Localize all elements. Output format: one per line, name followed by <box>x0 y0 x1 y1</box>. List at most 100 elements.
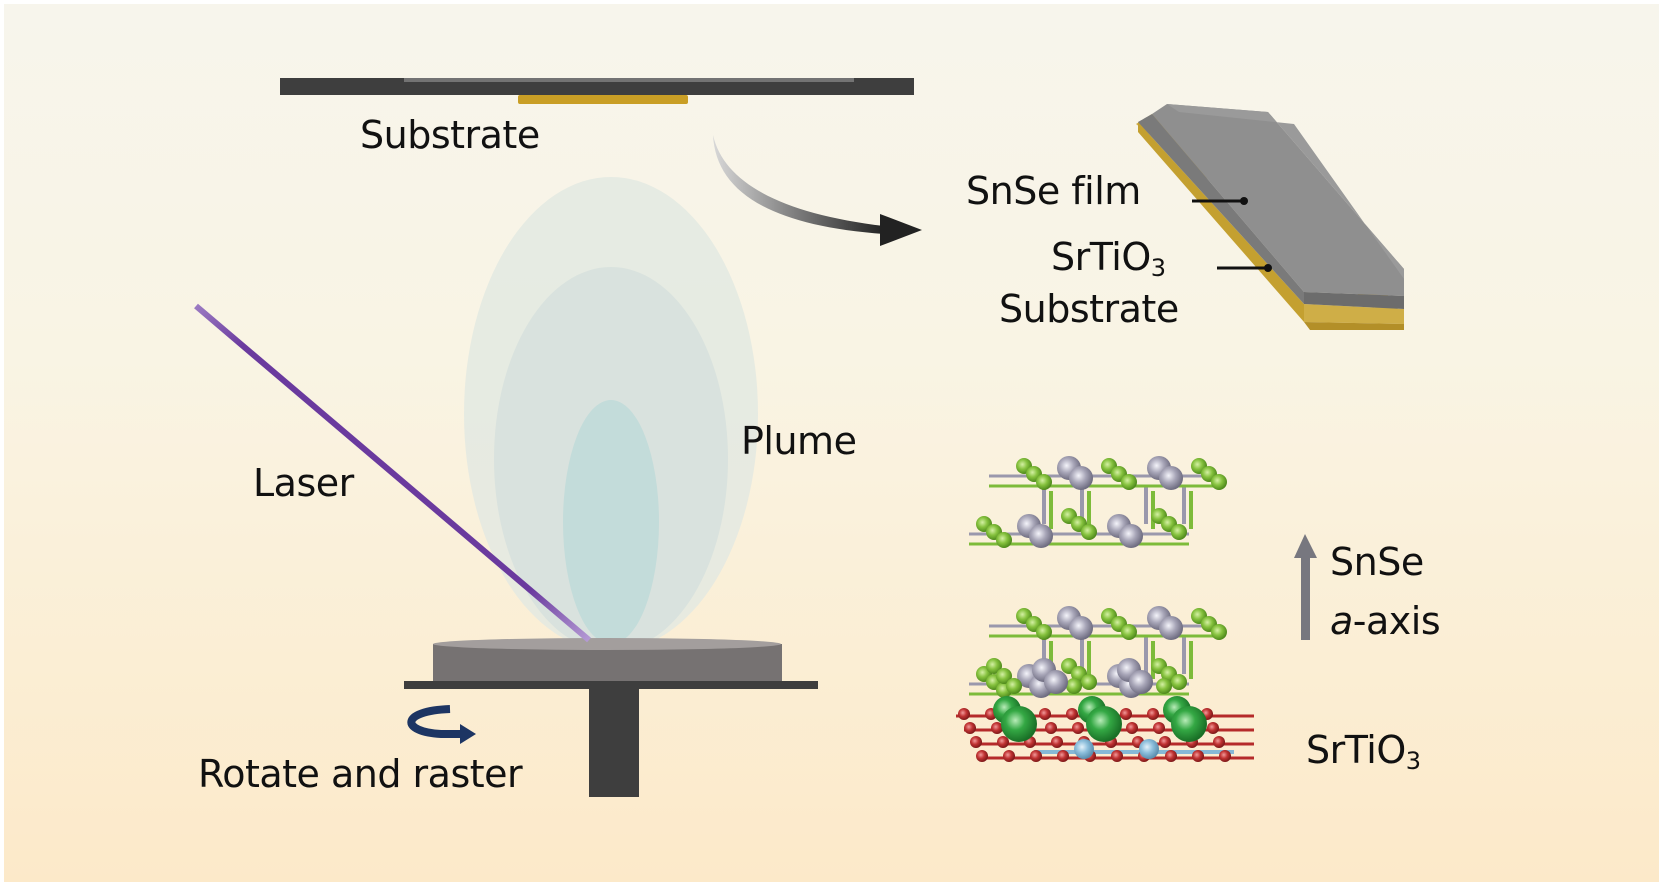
atom-sn <box>1069 616 1093 640</box>
atom-se <box>1081 524 1097 540</box>
atom-sn <box>1159 466 1183 490</box>
label-snse-axis: SnSe <box>1330 540 1424 584</box>
atom-se <box>1036 624 1052 640</box>
atom-se <box>1066 678 1082 694</box>
atom-o <box>1126 722 1138 734</box>
atom-o <box>1072 722 1084 734</box>
label-plume: Plume <box>741 419 857 463</box>
atom-se <box>1006 678 1022 694</box>
rotate-arc <box>407 705 464 738</box>
atom-o <box>958 708 970 720</box>
atom-se <box>1171 674 1187 690</box>
atom-o <box>1039 708 1051 720</box>
film-top-face <box>1152 104 1404 296</box>
atom-sn <box>1029 524 1053 548</box>
atom-sr <box>1001 706 1037 742</box>
label-substrate-top: Substrate <box>360 113 540 157</box>
atom-o <box>991 722 1003 734</box>
atom-se <box>1121 624 1137 640</box>
atom-sn <box>1159 616 1183 640</box>
atom-se <box>996 532 1012 548</box>
atom-o <box>1192 750 1204 762</box>
film-front-edge <box>1304 292 1404 309</box>
atom-o <box>976 750 988 762</box>
srtio3-base: SrTiO <box>1051 235 1151 279</box>
stage-post <box>589 689 639 797</box>
atom-o <box>1003 750 1015 762</box>
atom-o <box>1219 750 1231 762</box>
arrow-shaft <box>713 135 884 234</box>
laser-beam <box>194 303 591 643</box>
atom-sn <box>1069 466 1093 490</box>
label-srtio3-film: SrTiO3 <box>1051 238 1166 280</box>
arrow-head <box>880 214 922 246</box>
atom-se <box>1121 474 1137 490</box>
plume-inner <box>563 400 659 644</box>
atom-sn <box>1129 670 1153 694</box>
substrate-gold <box>518 95 688 104</box>
film-stack <box>1136 104 1404 330</box>
atom-o <box>1111 750 1123 762</box>
label-laser: Laser <box>253 461 354 505</box>
atom-o <box>1207 722 1219 734</box>
substrate-holder <box>280 78 914 104</box>
label-a-axis: a-axis <box>1330 599 1441 643</box>
atom-o <box>1051 736 1063 748</box>
atom-o <box>1057 750 1069 762</box>
rotate-arrowhead <box>460 724 476 744</box>
stage-plate <box>404 681 818 689</box>
atom-o <box>1147 708 1159 720</box>
atom-sn <box>1044 670 1068 694</box>
axis-shaft <box>1301 556 1310 640</box>
atom-ti <box>1139 739 1159 759</box>
atom-o <box>1159 736 1171 748</box>
axis-letter: a <box>1330 599 1353 643</box>
atom-o <box>1165 750 1177 762</box>
target-disk <box>433 644 782 682</box>
atom-o <box>997 736 1009 748</box>
rotate-icon <box>407 705 476 744</box>
film-side-left <box>1138 114 1304 304</box>
axis-arrow <box>1294 534 1317 640</box>
label-substrate-right: Substrate <box>999 287 1179 331</box>
atom-se <box>1036 474 1052 490</box>
crystal-structure <box>956 456 1254 762</box>
crystal-srtio3-subscript: 3 <box>1405 747 1421 775</box>
target-disk-top <box>433 638 781 650</box>
gold-front-edge <box>1304 322 1404 330</box>
atom-se <box>1211 624 1227 640</box>
crystal-srtio3-base: SrTiO <box>1306 728 1406 772</box>
axis-head <box>1294 534 1317 558</box>
label-srtio3-crystal: SrTiO3 <box>1306 731 1421 773</box>
atom-sr <box>1171 706 1207 742</box>
atom-o <box>970 736 982 748</box>
pld-diagram: Substrate SnSe film SrTiO3 Substrate Plu… <box>4 4 1659 882</box>
atom-se <box>1081 674 1097 690</box>
atom-se <box>996 668 1012 684</box>
atom-ti <box>1074 739 1094 759</box>
atom-se <box>1156 678 1172 694</box>
leader-lines <box>1192 197 1272 272</box>
diagram-graphics <box>194 78 1404 797</box>
holder-plate <box>280 78 914 95</box>
atom-o <box>1030 750 1042 762</box>
plume <box>464 177 758 651</box>
label-rotate-raster: Rotate and raster <box>198 752 523 796</box>
atom-o <box>1213 736 1225 748</box>
srtio3-subscript: 3 <box>1150 254 1166 282</box>
atom-o <box>1120 708 1132 720</box>
atom-o <box>964 722 976 734</box>
atom-se <box>986 658 1002 674</box>
gold-front-top <box>1304 304 1404 324</box>
atom-o <box>1066 708 1078 720</box>
target-stage <box>404 638 818 797</box>
atom-se <box>1171 524 1187 540</box>
gold-side-left <box>1138 122 1304 322</box>
atom-o <box>1045 722 1057 734</box>
atom-se <box>1211 474 1227 490</box>
atom-sn <box>1119 524 1143 548</box>
atom-sr <box>1086 706 1122 742</box>
holder-highlight <box>404 78 854 82</box>
transfer-arrow <box>713 135 922 246</box>
axis-suffix: -axis <box>1352 599 1441 643</box>
